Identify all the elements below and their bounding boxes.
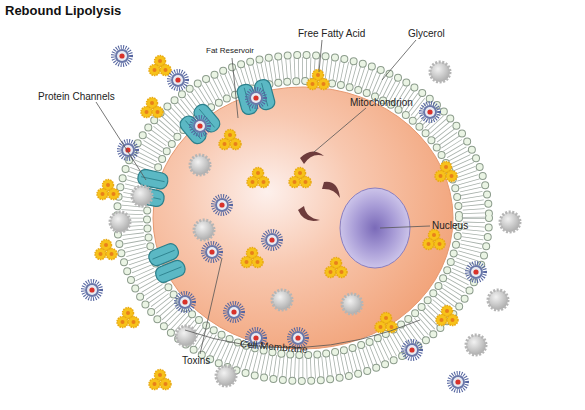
diagram-title: Rebound Lipolysis — [5, 3, 121, 18]
fatty-acid — [435, 162, 457, 182]
nucleus — [340, 188, 410, 268]
toxin — [83, 281, 101, 299]
lipid-head-outline — [117, 55, 489, 381]
fatty-acid — [141, 98, 163, 118]
protein-channel — [236, 78, 277, 116]
glycerol — [430, 62, 450, 82]
glycerol — [190, 155, 210, 175]
glycerol — [272, 290, 292, 310]
lipid-head-outline — [147, 81, 459, 355]
toxin — [176, 293, 194, 311]
protein-channel — [133, 168, 169, 207]
leader-line — [200, 258, 222, 354]
leader-line — [314, 108, 366, 152]
fatty-acid — [95, 240, 117, 260]
fatty-acid — [149, 370, 171, 390]
toxin — [263, 231, 281, 249]
leader-line — [380, 226, 430, 228]
protein-channel — [147, 242, 188, 285]
part-label: Toxins — [182, 355, 210, 366]
part-label: Fat Reservoir — [206, 47, 254, 56]
leader-line — [96, 102, 146, 180]
part-label: Free Fatty Acid — [298, 28, 365, 39]
fatty-acid — [97, 180, 119, 200]
lipid-tails — [132, 68, 474, 368]
glycerol — [488, 290, 508, 310]
toxin — [449, 373, 467, 391]
toxin — [213, 196, 231, 214]
glycerol — [176, 326, 196, 346]
fatty-acid — [307, 70, 329, 90]
toxin — [247, 89, 265, 107]
lipid-head — [147, 81, 459, 355]
fatty-acid — [219, 130, 241, 150]
fatty-acid — [436, 306, 458, 326]
toxin — [225, 303, 243, 321]
glycerol — [342, 294, 362, 314]
toxin — [421, 103, 439, 121]
mitochondrion — [322, 182, 340, 198]
glycerol — [132, 186, 152, 206]
fatty-acid — [289, 168, 311, 188]
part-label: Mitochondrion — [350, 97, 413, 108]
leader-line — [382, 40, 416, 80]
mitochondrion — [300, 151, 324, 164]
mitochondrion — [298, 206, 320, 221]
glycerol — [216, 366, 236, 386]
lipid-head — [117, 55, 489, 381]
fatty-acid — [149, 56, 171, 76]
toxin — [169, 71, 187, 89]
membrane-base — [117, 55, 489, 381]
toxin — [203, 243, 221, 261]
fatty-acid — [423, 230, 445, 250]
toxin — [191, 117, 209, 135]
part-label: Glycerol — [408, 28, 445, 39]
toxin — [403, 341, 421, 359]
glycerol — [110, 212, 130, 232]
glycerol — [194, 220, 214, 240]
fatty-acid — [241, 248, 263, 268]
part-label: Protein Channels — [38, 91, 115, 102]
protein-channel — [177, 102, 222, 147]
fatty-acid — [325, 258, 347, 278]
glycerol — [500, 212, 520, 232]
part-label: Nucleus — [432, 220, 468, 231]
leader-line — [232, 58, 238, 118]
toxin — [467, 263, 485, 281]
toxin — [113, 47, 131, 65]
toxin — [119, 141, 137, 159]
glycerol — [466, 335, 486, 355]
fatty-acid — [117, 308, 139, 328]
leader-line — [319, 40, 322, 72]
fatty-acid — [247, 168, 269, 188]
fat-reservoir — [153, 87, 453, 349]
